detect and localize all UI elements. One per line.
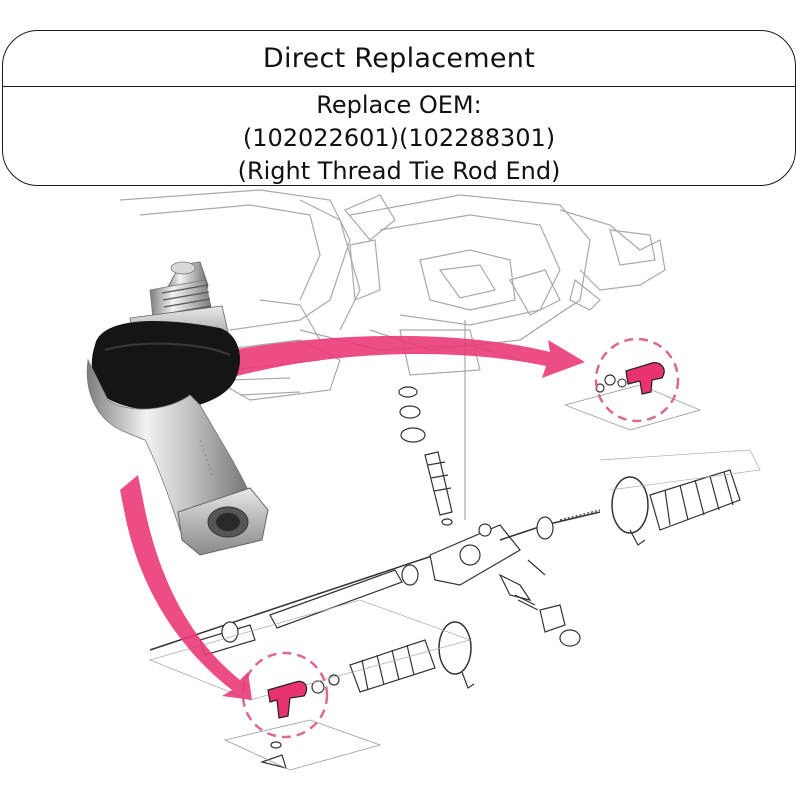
- steering-rack-diagram-icon: [86, 189, 761, 771]
- pointer-arrow-icon-bottom: [120, 475, 252, 700]
- highlight-circle-icon-right: [594, 337, 680, 423]
- tie-rod-end-photo-icon: [86, 261, 269, 556]
- header-line-replace-oem: Replace OEM:: [316, 91, 482, 119]
- pinion-stack: [398, 386, 453, 526]
- header-divider: [3, 86, 795, 87]
- boot-left: [349, 621, 475, 693]
- pointer-arrow-icon-top: [205, 335, 585, 382]
- header-line-description: (Right Thread Tie Rod End): [237, 157, 561, 185]
- rack-assembly: [148, 374, 761, 771]
- boot-right: [611, 469, 741, 546]
- header-title: Direct Replacement: [262, 42, 536, 74]
- header-line-part-numbers: (102022601)(102288301): [242, 124, 556, 152]
- header-body: Replace OEM: (102022601)(102288301) (Rig…: [3, 89, 795, 185]
- chassis-frame: [119, 189, 666, 520]
- highlight-circle-icon-left: [241, 651, 329, 739]
- header-box: Direct Replacement Replace OEM: (1020226…: [2, 30, 796, 186]
